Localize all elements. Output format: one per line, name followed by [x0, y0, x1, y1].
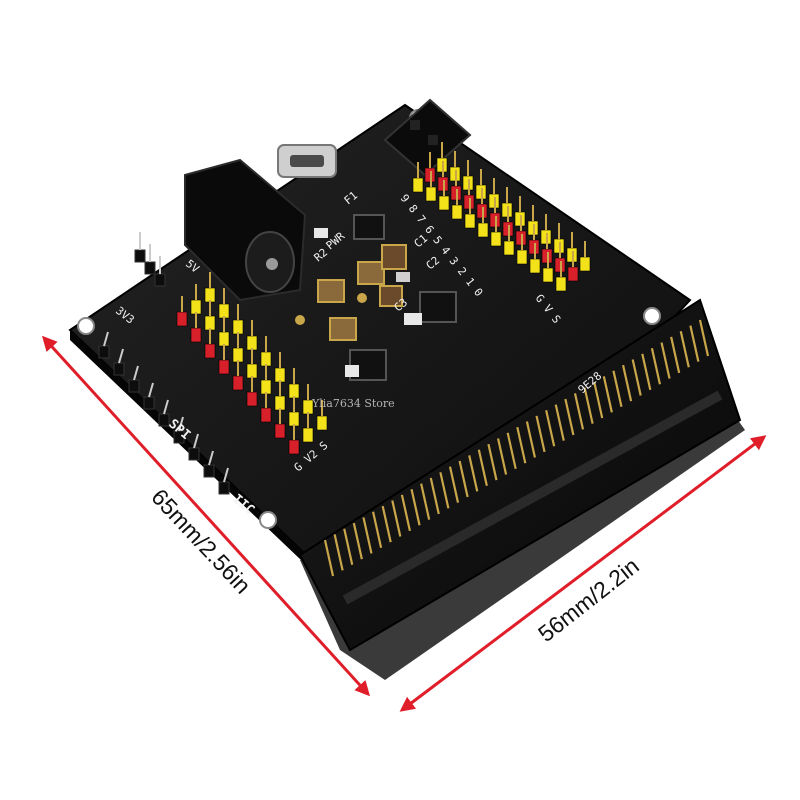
right-pin-header — [412, 142, 591, 292]
connector-contact — [689, 325, 700, 362]
header-pin — [176, 296, 188, 327]
header-pin — [412, 162, 424, 193]
connector-contact — [602, 376, 613, 413]
connector-contact — [583, 387, 594, 424]
header-pin — [579, 241, 591, 272]
header-pin — [542, 252, 554, 283]
connector-contact — [660, 342, 671, 379]
header-pin — [529, 243, 541, 274]
connector-contact — [554, 404, 565, 441]
header-pin — [490, 216, 502, 247]
connector-contact — [564, 398, 575, 436]
connector-contact — [372, 511, 383, 549]
header-pin — [438, 180, 450, 211]
connector-contact — [670, 336, 681, 374]
connector-contact — [381, 505, 392, 543]
header-pin — [425, 171, 437, 202]
connector-contact — [622, 364, 633, 402]
female-header — [383, 98, 472, 177]
micro-usb-port — [277, 144, 337, 178]
height-arrow — [41, 335, 371, 697]
connector-contact — [679, 331, 690, 368]
header-pin — [503, 225, 515, 256]
header-pin — [451, 189, 463, 220]
dc-barrel-jack — [184, 158, 307, 302]
width-arrow — [399, 435, 767, 712]
header-pin — [555, 261, 567, 292]
header-pin — [134, 232, 146, 263]
header-pin — [154, 256, 166, 287]
connector-contact — [612, 370, 623, 408]
header-pin — [144, 244, 156, 275]
header-pin — [464, 198, 476, 229]
header-pin — [516, 234, 528, 265]
header-pin — [567, 251, 579, 282]
store-watermark: Ylia7634 Store — [311, 397, 395, 410]
connector-contact — [641, 353, 652, 391]
connector-contact — [391, 500, 402, 537]
connector-contact — [573, 393, 585, 430]
header-pin — [477, 207, 489, 238]
connector-contact — [593, 381, 604, 419]
mounting-hole — [77, 317, 95, 335]
connector-contact — [698, 319, 710, 357]
mounting-hole — [643, 307, 661, 325]
mounting-hole — [259, 511, 277, 529]
connector-contact — [631, 359, 642, 396]
connector-contact — [650, 347, 661, 385]
